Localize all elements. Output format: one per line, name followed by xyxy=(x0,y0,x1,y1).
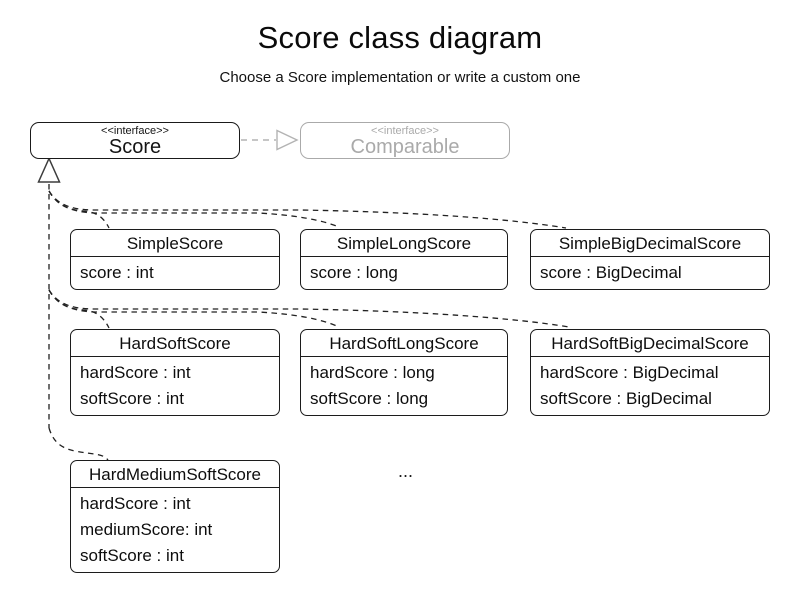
class-attribute: hardScore : long xyxy=(310,363,435,382)
connector-simplescore xyxy=(48,190,110,229)
page-title: Score class diagram xyxy=(257,20,543,55)
interface-score: <<interface>> Score xyxy=(30,122,240,159)
class-simplebigdecimalscore: SimpleBigDecimalScore score : BigDecimal xyxy=(530,229,770,290)
class-attribute: hardScore : BigDecimal xyxy=(540,363,719,382)
comparable-arrowhead-icon xyxy=(276,129,299,151)
more-implementations-ellipsis: ... xyxy=(398,461,414,481)
class-attribute: softScore : long xyxy=(310,389,429,408)
connector-hardmediumsoftscore xyxy=(48,427,109,461)
class-attribute: softScore : int xyxy=(80,546,184,565)
comparable-name: Comparable xyxy=(350,136,460,158)
connector-simplelongscore xyxy=(48,190,340,228)
class-simplescore: SimpleScore score : int xyxy=(70,229,280,290)
class-attribute: hardScore : int xyxy=(80,494,191,513)
connector-hardsoftlongscore xyxy=(48,289,340,328)
connector-hardsoftbigdecimalscore xyxy=(48,289,570,328)
class-name: SimpleScore xyxy=(126,234,224,253)
class-simplelongscore: SimpleLongScore score : long xyxy=(300,229,508,290)
class-name: HardSoftBigDecimalScore xyxy=(551,334,749,353)
class-name: SimpleLongScore xyxy=(336,234,472,253)
class-attribute: score : int xyxy=(80,263,154,282)
score-stereotype: <<interface>> xyxy=(101,125,169,137)
class-attribute: mediumScore: int xyxy=(80,520,213,539)
class-hardmediumsoftscore: HardMediumSoftScore hardScore : int medi… xyxy=(70,460,280,573)
comparable-stereotype: <<interface>> xyxy=(371,125,439,137)
class-attribute: score : BigDecimal xyxy=(540,263,682,282)
score-name: Score xyxy=(108,136,162,158)
class-hardsoftscore: HardSoftScore hardScore : int softScore … xyxy=(70,329,280,416)
class-attribute: hardScore : int xyxy=(80,363,191,382)
connector-simplebigdecimalscore xyxy=(48,190,567,229)
class-name: SimpleBigDecimalScore xyxy=(558,234,742,253)
page-subtitle: Choose a Score implementation or write a… xyxy=(219,69,581,86)
class-hardsoftbigdecimalscore: HardSoftBigDecimalScore hardScore : BigD… xyxy=(530,329,770,416)
class-attribute: softScore : BigDecimal xyxy=(540,389,712,408)
interface-comparable: <<interface>> Comparable xyxy=(300,122,510,159)
class-name: HardSoftLongScore xyxy=(329,334,479,353)
class-attribute: softScore : int xyxy=(80,389,184,408)
connector-hardsoftscore xyxy=(48,289,110,329)
class-name: HardMediumSoftScore xyxy=(89,465,261,484)
class-hardsoftlongscore: HardSoftLongScore hardScore : long softS… xyxy=(300,329,508,416)
class-attribute: score : long xyxy=(310,263,398,282)
realization-arrowhead-icon xyxy=(37,156,61,183)
class-name: HardSoftScore xyxy=(119,334,231,353)
